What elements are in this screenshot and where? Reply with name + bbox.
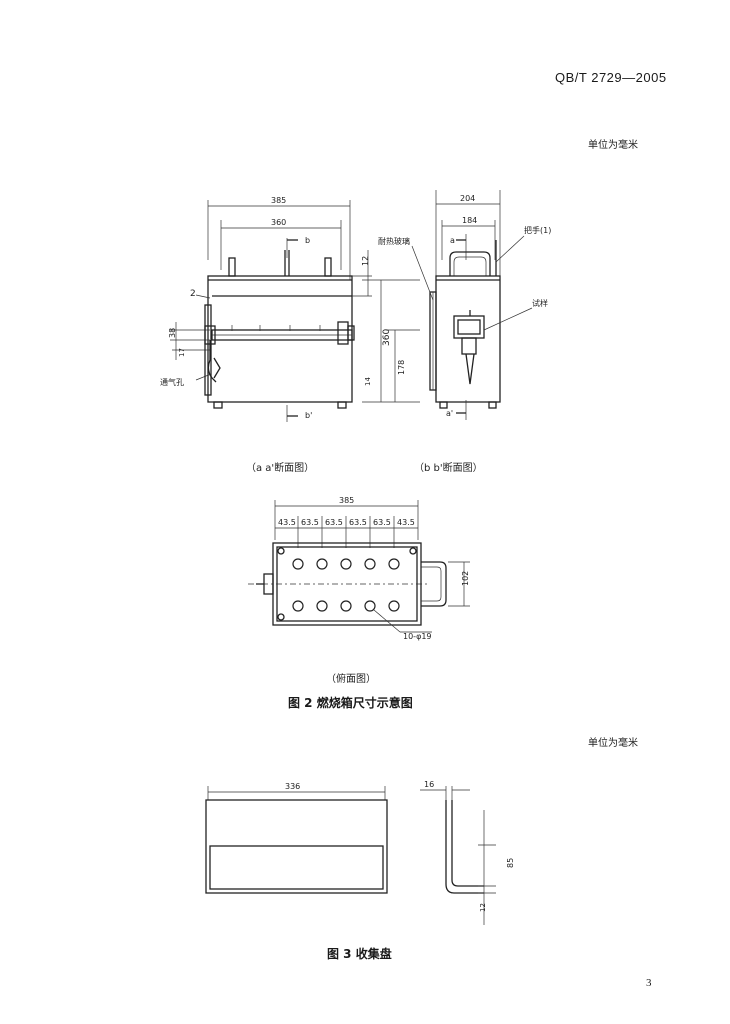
dim-184: 184 [462,216,477,225]
dim-385-top: 385 [339,496,354,505]
view-a-label: （a a'断面图） [246,463,315,474]
section-view-b: 204 184 a a' 耐热玻璃 把手(1) 试样 [378,190,551,420]
section-mark-a-prime: a' [446,409,453,418]
view-c-label: （俯面图） [326,674,376,685]
view-b-label: （b b'断面图） [414,463,483,474]
pitch-2: 63.5 [301,518,319,527]
section-mark-b-prime: b' [305,411,312,420]
tray-dim-336: 336 [285,782,300,791]
dim-14: 14 [364,377,372,386]
dim-178: 178 [397,360,406,375]
dim-385: 385 [271,196,286,205]
pitch-5: 63.5 [373,518,391,527]
callout-specimen: 试样 [532,298,548,308]
callout-air-inlet: 通气孔 [160,377,184,387]
dim-360-vert: 360 [382,329,392,346]
dim-38: 38 [168,328,177,338]
dim-360: 360 [271,218,286,227]
pitch-6: 43.5 [397,518,415,527]
dim-102: 102 [461,571,470,586]
callout-holes: 10-φ19 [403,632,432,641]
page-number: 3 [646,977,652,989]
pitch-1: 43.5 [278,518,296,527]
units-note-2: 单位为毫米 [588,738,638,749]
figure-3-drawing: 336 16 85 12 [205,780,515,925]
figure-2-caption: 图 2 燃烧箱尺寸示意图 [288,696,413,710]
tray-dim-16: 16 [424,780,434,789]
pitch-4: 63.5 [349,518,367,527]
part-label-2: 2 [190,289,196,299]
tray-dim-85: 85 [506,858,515,868]
section-mark-b: b [305,236,310,245]
callout-glass: 耐热玻璃 [378,236,410,246]
units-note: 单位为毫米 [588,140,638,151]
section-view-a: 385 360 b 12 [160,196,420,422]
section-mark-a: a [450,236,455,245]
tray-dim-12: 12 [479,903,487,912]
callout-handle: 把手(1) [524,225,551,235]
dim-12: 12 [361,256,370,266]
dim-204: 204 [460,194,475,203]
dim-17: 17 [178,348,186,357]
top-view: 385 43.5 63.5 63.5 63.5 63.5 43.5 [248,496,470,641]
standard-code: QB/T 2729—2005 [555,70,667,85]
figure-3-caption: 图 3 收集盘 [327,947,392,961]
pitch-3: 63.5 [325,518,343,527]
